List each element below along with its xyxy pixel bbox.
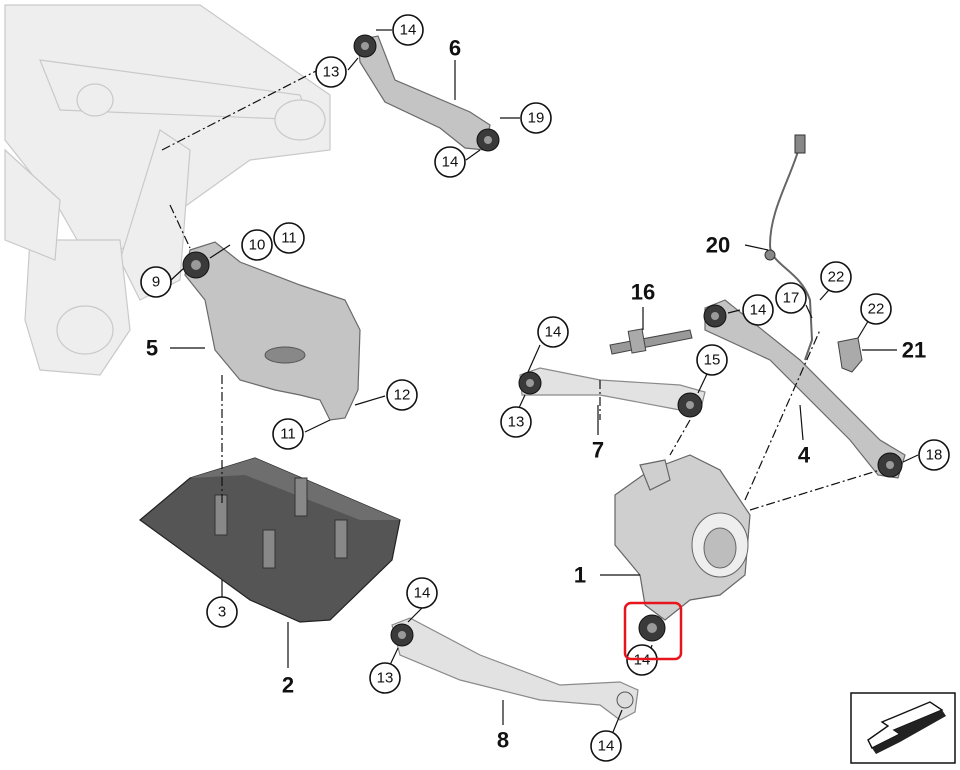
- callout-c22a: 22: [820, 261, 852, 293]
- callout-c13c: 13: [369, 662, 401, 694]
- part-label-5: 5: [146, 336, 158, 361]
- callout-c13a: 13: [315, 56, 347, 88]
- callout-c22b: 22: [860, 293, 892, 325]
- callout-c11a: 11: [273, 222, 305, 254]
- svg-text:14: 14: [598, 738, 615, 755]
- toe-link: [703, 299, 906, 479]
- svg-text:22: 22: [828, 269, 845, 286]
- callout-c12: 12: [386, 379, 418, 411]
- callout-c3: 3: [206, 596, 238, 628]
- part-label-21: 21: [902, 338, 926, 363]
- callout-c10: 10: [241, 229, 273, 261]
- callout-c11b: 11: [272, 418, 304, 450]
- part-label-8: 8: [497, 728, 509, 753]
- part-label-2: 2: [282, 673, 294, 698]
- callout-c14d: 14: [742, 294, 774, 326]
- callout-c14a: 14: [392, 14, 424, 46]
- lateral-control-arm: [518, 367, 706, 418]
- trailing-arm: [182, 241, 361, 421]
- svg-text:3: 3: [218, 604, 226, 621]
- svg-text:12: 12: [394, 387, 411, 404]
- callout-c14c: 14: [537, 316, 569, 348]
- svg-text:19: 19: [528, 110, 545, 127]
- callout-c15: 15: [696, 344, 728, 376]
- upper-control-arm: [353, 34, 500, 152]
- svg-text:14: 14: [545, 324, 562, 341]
- underbody-shield: [139, 457, 401, 623]
- part-label-20: 20: [706, 233, 730, 258]
- part-label-7: 7: [592, 438, 604, 463]
- callout-c9: 9: [140, 266, 172, 298]
- svg-text:14: 14: [442, 154, 459, 171]
- callout-c13b: 13: [500, 406, 532, 438]
- svg-text:14: 14: [414, 585, 431, 602]
- callout-c17: 17: [775, 282, 807, 314]
- wheel-carrier: [614, 454, 751, 642]
- callout-c14b: 14: [434, 146, 466, 178]
- part-label-16: 16: [631, 280, 655, 305]
- bolt: [609, 328, 693, 355]
- svg-text:9: 9: [152, 274, 160, 291]
- svg-text:14: 14: [400, 22, 417, 39]
- svg-text:13: 13: [377, 670, 394, 687]
- part-label-4: 4: [798, 443, 811, 468]
- callout-c19: 19: [520, 102, 552, 134]
- svg-text:13: 13: [508, 414, 525, 431]
- orientation-arrow-icon: [850, 692, 956, 764]
- svg-text:18: 18: [926, 447, 943, 464]
- svg-text:10: 10: [249, 237, 266, 254]
- svg-text:17: 17: [783, 290, 800, 307]
- svg-text:11: 11: [280, 426, 296, 443]
- svg-text:13: 13: [323, 64, 340, 81]
- callout-c14f: 14: [590, 730, 622, 762]
- rear-subframe: [4, 4, 331, 376]
- lower-control-arm: [390, 617, 639, 721]
- highlight-box: [623, 601, 683, 661]
- callout-c18: 18: [918, 439, 950, 471]
- part-label-1: 1: [574, 563, 586, 588]
- cable-bracket: [837, 337, 863, 373]
- svg-text:14: 14: [750, 302, 767, 319]
- svg-text:22: 22: [868, 301, 885, 318]
- part-label-6: 6: [449, 36, 461, 61]
- callout-c14e: 14: [406, 577, 438, 609]
- svg-text:15: 15: [704, 352, 721, 369]
- svg-text:11: 11: [281, 230, 297, 247]
- abs-sensor-cable: [764, 134, 814, 361]
